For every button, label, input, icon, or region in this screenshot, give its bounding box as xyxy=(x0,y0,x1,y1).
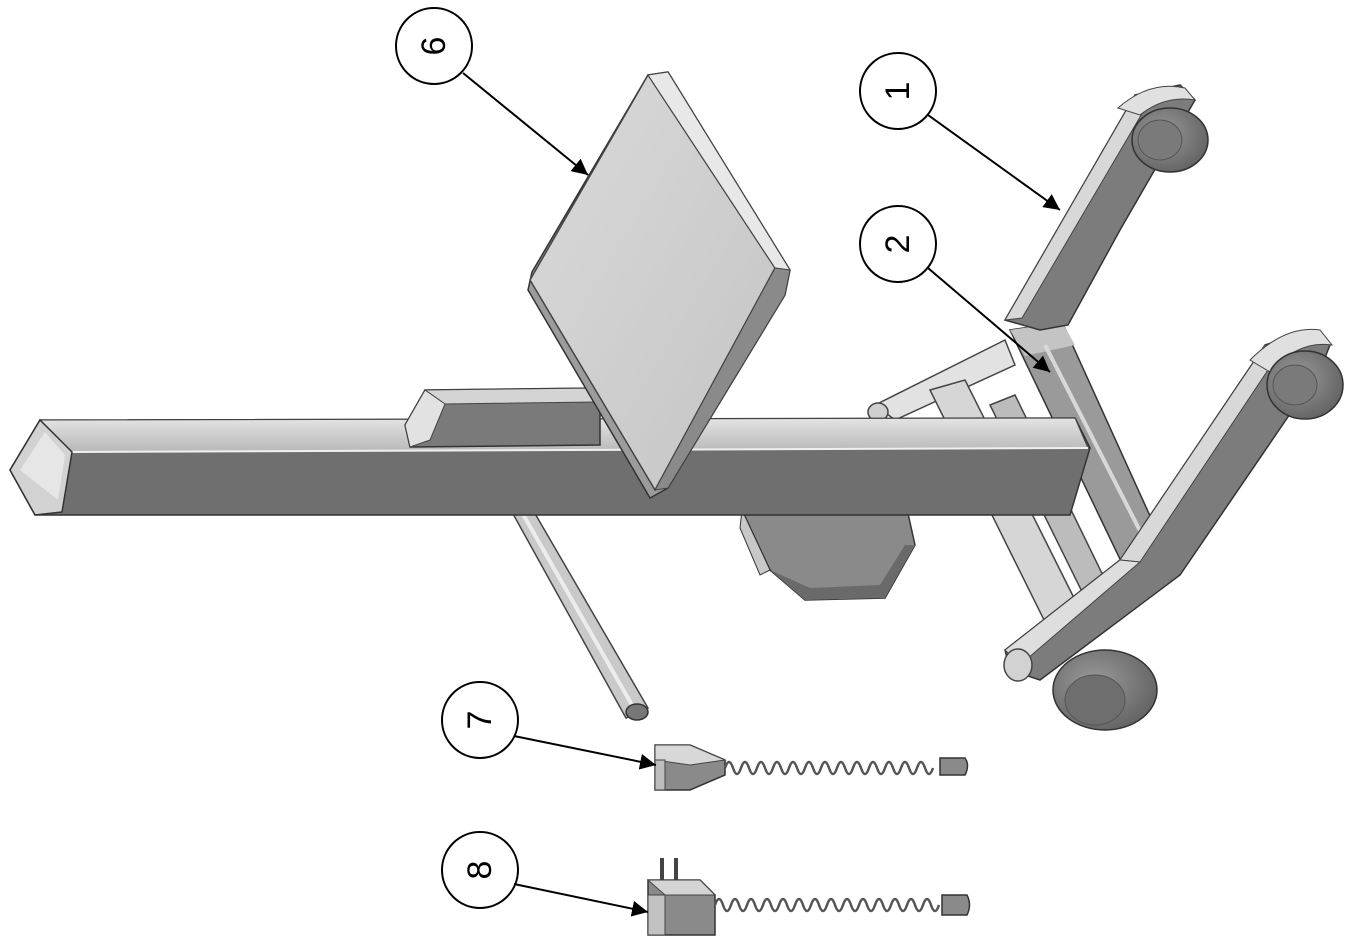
callout-7-label: 7 xyxy=(461,711,499,730)
callout-1: 1 xyxy=(859,52,1061,211)
motor-housing xyxy=(739,499,916,601)
plug-pin xyxy=(674,858,678,880)
callout-6-label: 6 xyxy=(415,37,453,56)
callout-8: 8 xyxy=(441,831,649,917)
callout-7: 7 xyxy=(441,681,657,770)
leader-line xyxy=(513,735,657,770)
callout-1-label: 1 xyxy=(879,82,917,101)
backrest-board xyxy=(527,71,791,500)
leader-line xyxy=(927,114,1061,211)
power-adapter xyxy=(646,858,971,936)
leader-line xyxy=(462,72,589,176)
callout-6: 6 xyxy=(395,7,589,176)
front-leg-frame xyxy=(1003,84,1344,731)
callout-8-label: 8 xyxy=(461,861,499,880)
callout-2: 2 xyxy=(859,205,1051,373)
plug-pin xyxy=(660,858,664,880)
seat-slider xyxy=(404,387,601,448)
connector-cord xyxy=(654,744,969,791)
leader-line xyxy=(927,267,1051,373)
support-rod xyxy=(510,504,650,721)
callout-2-label: 2 xyxy=(879,235,917,254)
leader-line xyxy=(513,883,649,917)
